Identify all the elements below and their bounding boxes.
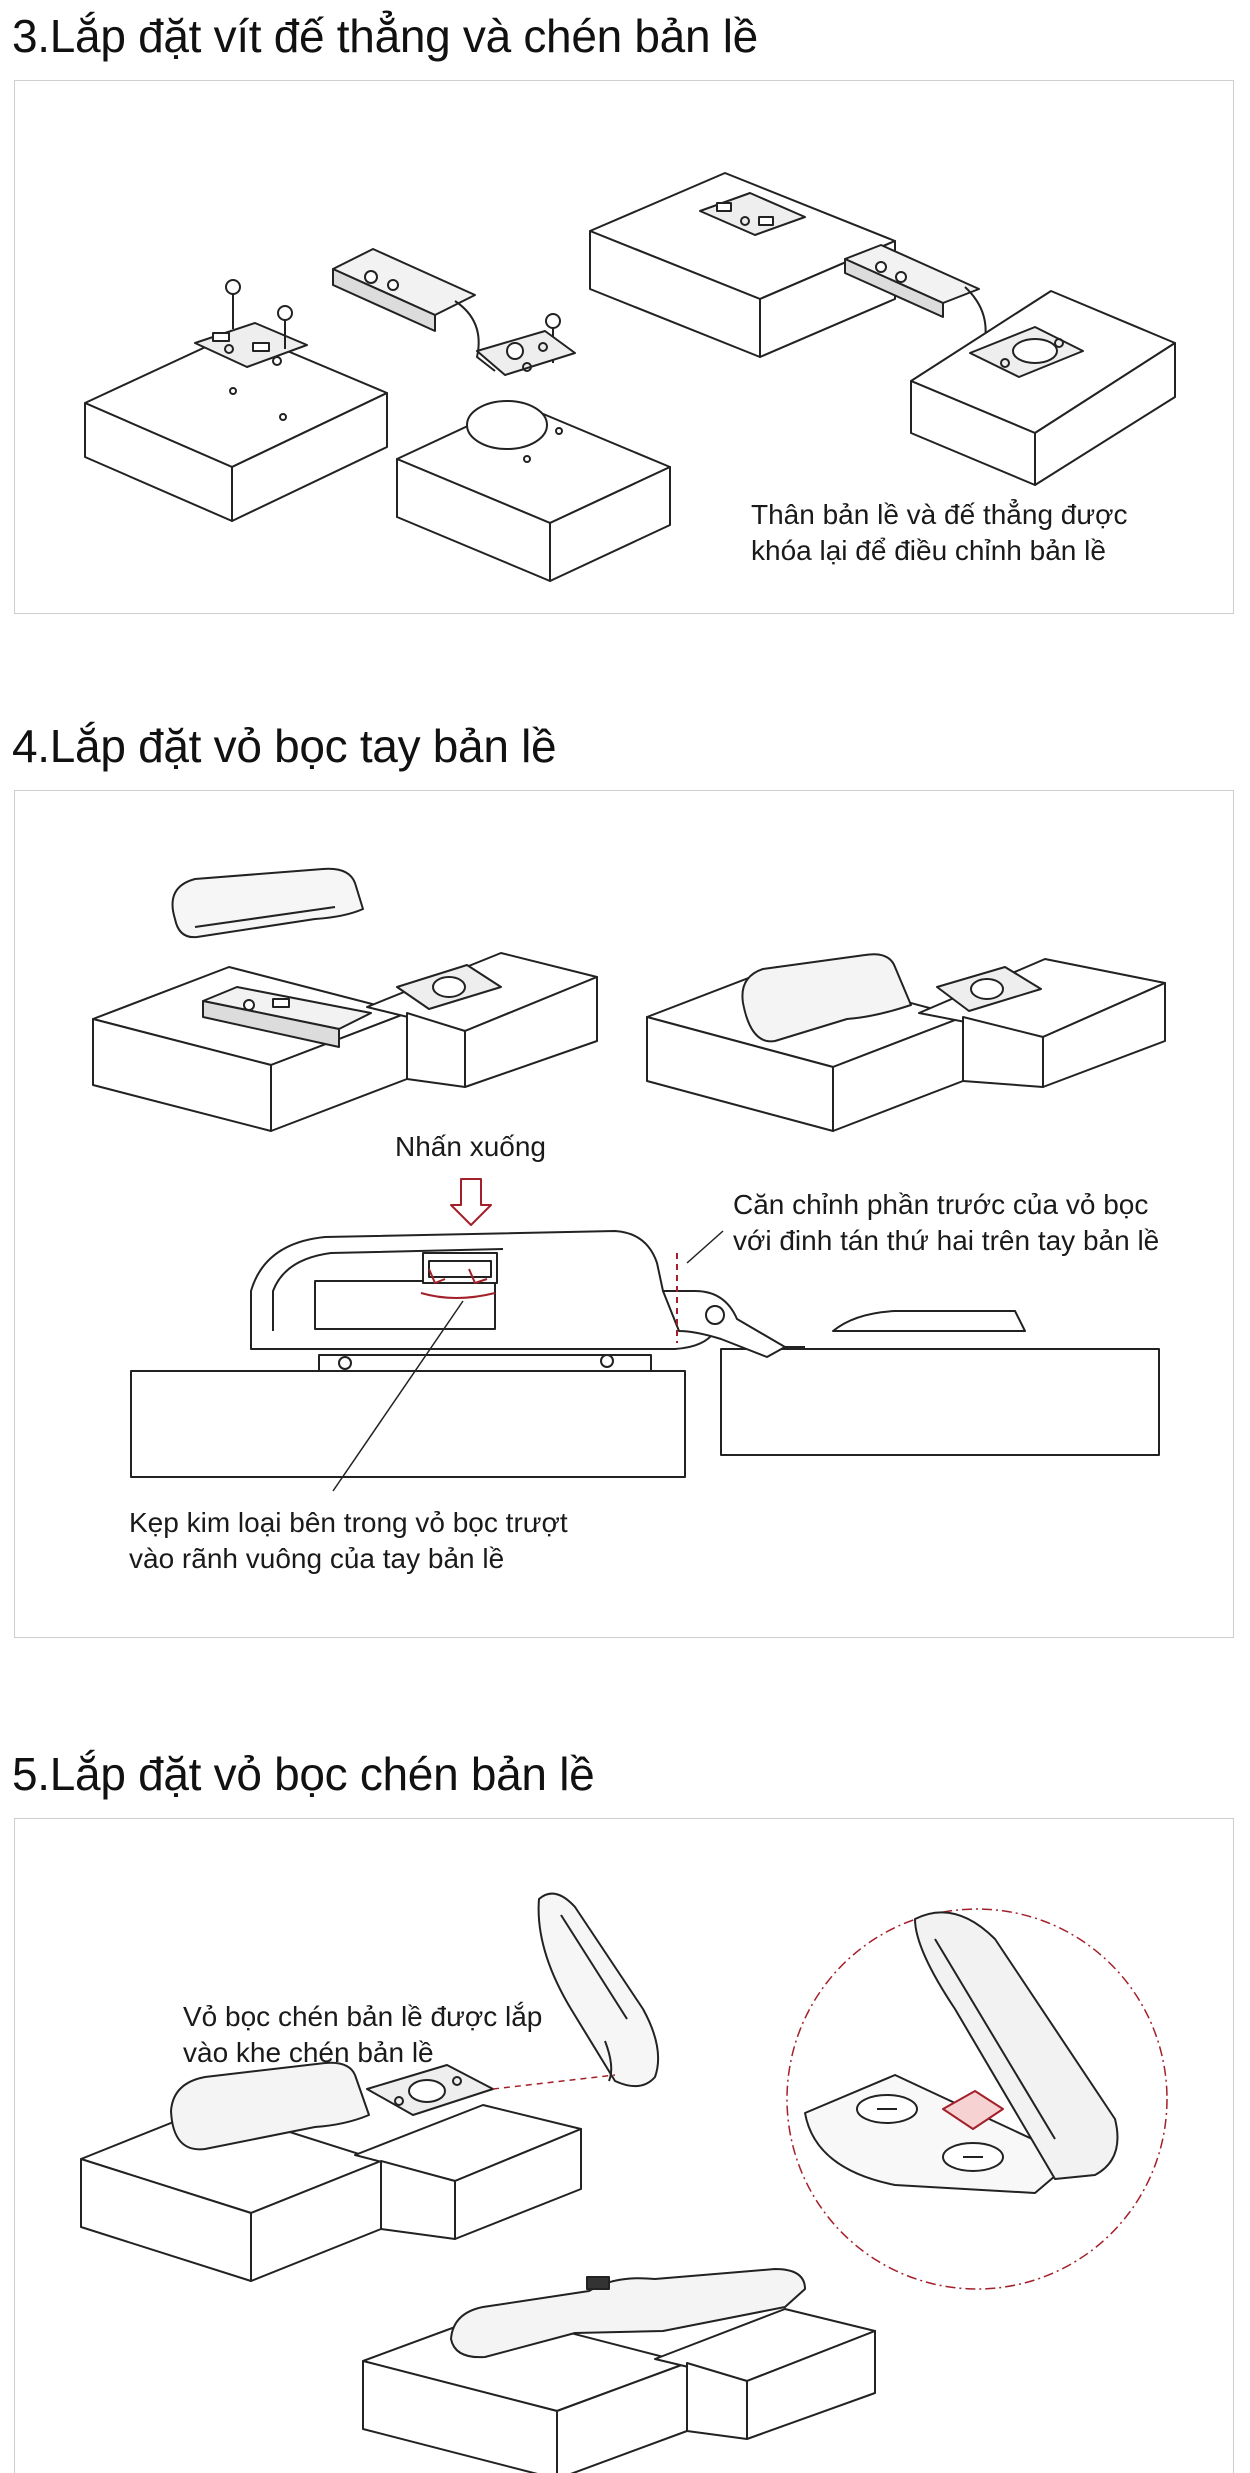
full-cover-installed-icon xyxy=(450,2268,806,2359)
board-side-right xyxy=(720,1348,1160,1456)
board-pair-left xyxy=(92,952,598,1132)
section-3-title: 3.Lắp đặt vít đế thẳng và chén bản lề xyxy=(12,10,758,62)
section-4-title: 4.Lắp đặt vỏ bọc tay bản lề xyxy=(12,720,557,772)
note-align: Căn chỉnh phần trước của vỏ bọc với đinh… xyxy=(733,1189,1160,1256)
note-locked: Thân bản lề và đế thẳng được khóa lại để… xyxy=(751,499,1128,566)
arrow-down-icon xyxy=(450,1178,492,1226)
board-pair-top xyxy=(80,2104,582,2282)
cup-dashed-guide xyxy=(492,2074,616,2090)
note-press-down: Nhấn xuống xyxy=(395,1131,547,1162)
leader-lines xyxy=(332,1230,724,1492)
board-pair-bottom xyxy=(362,2308,876,2473)
clip-highlight-icon xyxy=(420,1268,496,1299)
arm-cover-installed-icon xyxy=(741,953,1042,1043)
board-left xyxy=(84,330,388,522)
arm-cover-installed-icon-5 xyxy=(170,2061,494,2151)
hinge-base-plate-icon-2 xyxy=(699,192,806,236)
cup-cover-icon xyxy=(537,1892,660,2088)
hinge-arm-closed-icon xyxy=(844,244,987,350)
note-cup: Vỏ bọc chén bản lề được lắp vào khe chén… xyxy=(183,2001,543,2068)
board-pair-right xyxy=(646,958,1166,1132)
board-right-lower xyxy=(910,290,1176,486)
note-clip: Kẹp kim loại bên trong vỏ bọc trượt vào … xyxy=(129,1507,568,1574)
section-3-panel: Thân bản lề và đế thẳng được khóa lại để… xyxy=(14,80,1234,614)
board-side-left xyxy=(130,1370,686,1478)
screw-icon xyxy=(225,279,561,363)
section-4-illustration xyxy=(92,867,1166,1492)
section-5-title: 5.Lắp đặt vỏ bọc chén bản lề xyxy=(12,1748,595,1800)
hinge-side-view-icon xyxy=(250,1230,1026,1371)
magnifier-circle-icon xyxy=(786,1908,1168,2290)
hinge-arm-icon-4a xyxy=(202,964,502,1048)
arm-cover-icon xyxy=(171,867,364,939)
section-5-panel: Vỏ bọc chén bản lề được lắp vào khe chén… xyxy=(14,1818,1234,2473)
section-3-illustration xyxy=(84,172,1176,582)
hinge-base-plate-icon xyxy=(194,322,308,368)
board-middle xyxy=(396,400,671,582)
section-5-illustration xyxy=(80,1892,1168,2473)
section-4-panel: Nhấn xuống Căn chỉnh phần trước của vỏ b… xyxy=(14,790,1234,1638)
hinge-arm-icon xyxy=(332,248,576,376)
